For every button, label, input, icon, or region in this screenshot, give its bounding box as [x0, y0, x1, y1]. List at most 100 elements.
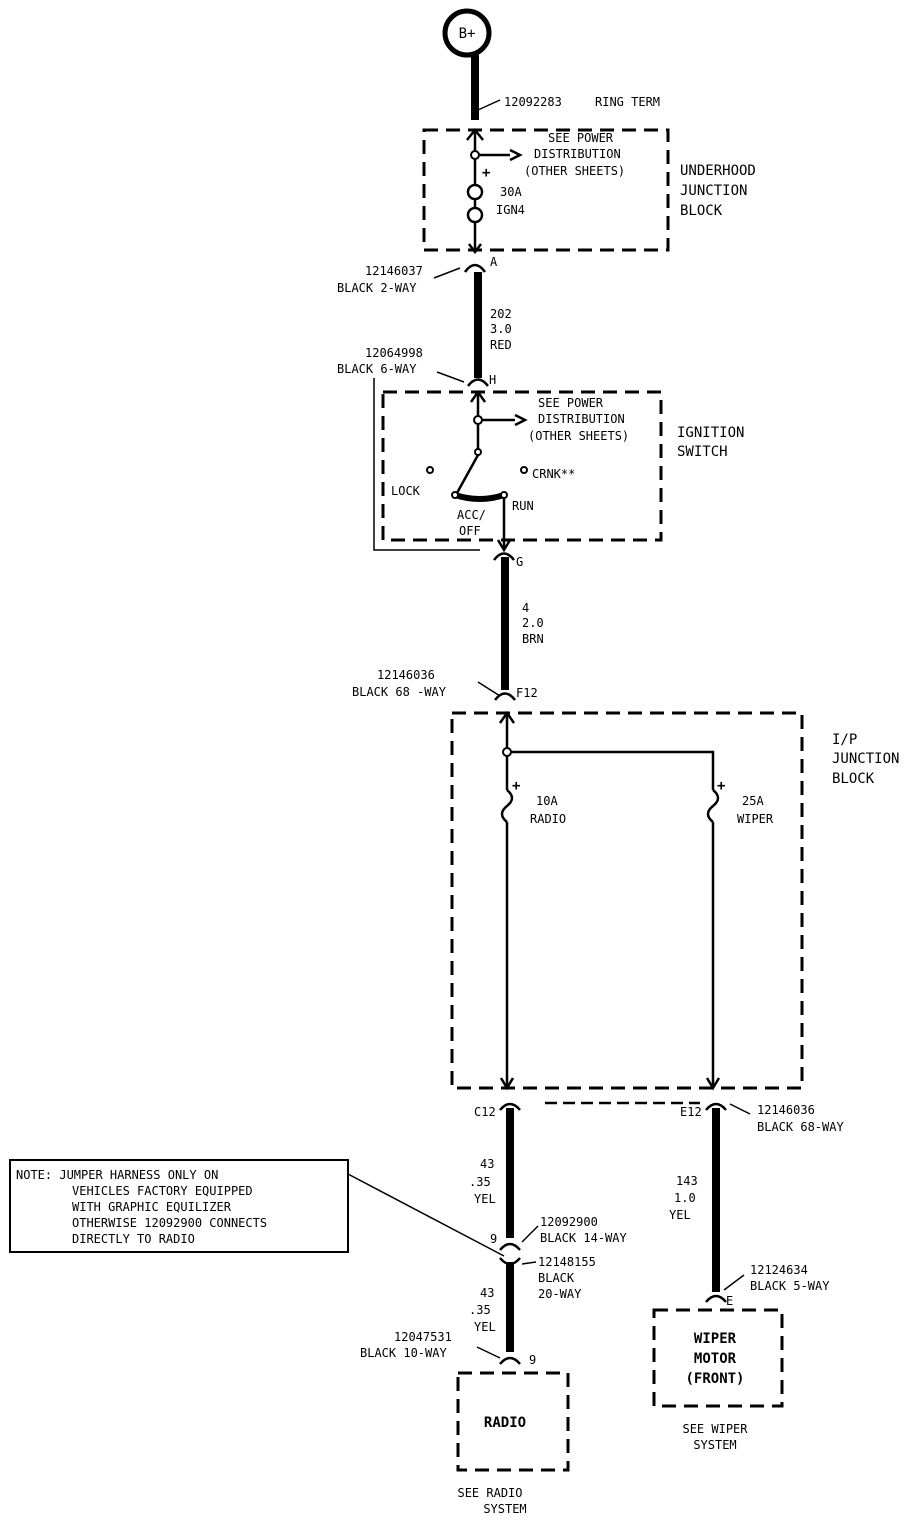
- ignition-bracket: [373, 378, 480, 551]
- note-line-5: DIRECTLY TO RADIO: [72, 1232, 195, 1246]
- note-line-4: OTHERWISE 12092900 CONNECTS: [72, 1216, 267, 1230]
- underhood-name-3: BLOCK: [680, 203, 723, 219]
- wire-202-color: RED: [490, 338, 512, 352]
- fuse-30a-rating: 30A: [500, 185, 522, 199]
- ip-name-1: I/P: [832, 732, 857, 748]
- connector-wiper: [705, 1294, 727, 1303]
- connector-radio: [499, 1356, 521, 1365]
- ignition-see-power-2: DISTRIBUTION: [538, 412, 625, 426]
- fuse-30a-icon: [466, 183, 484, 201]
- fuse-30a-name: IGN4: [496, 203, 525, 217]
- conn-e12-pin: E12: [680, 1105, 702, 1119]
- ring-term-desc: RING TERM: [595, 95, 660, 109]
- battery-label: B+: [459, 26, 476, 42]
- wire-143-circuit: 143: [676, 1174, 698, 1188]
- lock-contact: [426, 466, 434, 474]
- switch-lever: [455, 454, 480, 494]
- wiper-label-3: (FRONT): [685, 1371, 744, 1387]
- wiper-motor-component: [652, 1308, 784, 1408]
- conn-radio-part: 12047531: [394, 1330, 452, 1344]
- crank-contact: [520, 466, 528, 474]
- wiper-label-1: WIPER: [694, 1331, 737, 1347]
- connector-h: [467, 378, 489, 387]
- conn-h-pin: H: [489, 373, 496, 387]
- acc-run-arc: [454, 492, 505, 502]
- ignition-lock: LOCK: [391, 484, 421, 498]
- ignition-internal: [426, 389, 528, 553]
- conn-e12-desc: BLACK 68-WAY: [757, 1120, 844, 1134]
- wire-4-circuit: 4: [522, 601, 529, 615]
- wire-143-color: YEL: [669, 1208, 691, 1222]
- ignition-run: RUN: [512, 499, 534, 513]
- battery-terminal: B+: [442, 8, 492, 58]
- conn-e12-part: 12146036: [757, 1103, 815, 1117]
- note-line-2: VEHICLES FACTORY EQUIPPED: [72, 1184, 253, 1198]
- fuse-radio-icon: [500, 789, 514, 823]
- underhood-see-power-1: SEE POWER: [548, 131, 614, 145]
- connector-9-upper: [499, 1242, 521, 1251]
- radio-see-2: SYSTEM: [483, 1502, 526, 1516]
- conn-g-pin: G: [516, 555, 523, 569]
- conn-9u-part: 12092900: [540, 1215, 598, 1229]
- wire-43l-gauge: .35: [469, 1303, 491, 1317]
- conn-wiper-part: 12124634: [750, 1263, 808, 1277]
- conn-a-pin: A: [490, 255, 498, 269]
- connector-f12: [494, 692, 516, 701]
- ignition-name-1: IGNITION: [677, 425, 744, 441]
- ignition-crank: CRNK**: [532, 467, 575, 481]
- wire-43u-color: YEL: [474, 1192, 496, 1206]
- fuse-wiper-icon: [706, 789, 720, 823]
- ignition-name-2: SWITCH: [677, 444, 728, 460]
- underhood-plus: +: [482, 165, 490, 181]
- connector-e12: [705, 1102, 727, 1111]
- wire-143-gauge: 1.0: [674, 1191, 696, 1205]
- fuse-wiper-name: WIPER: [737, 812, 774, 826]
- note-box: [9, 1159, 349, 1253]
- fuse-wiper-plus: +: [717, 778, 725, 794]
- note-line-1: NOTE: JUMPER HARNESS ONLY ON: [16, 1168, 218, 1182]
- wire-43l-color: YEL: [474, 1320, 496, 1334]
- fuse-wiper-rating: 25A: [742, 794, 764, 808]
- conn-wiper-desc: BLACK 5-WAY: [750, 1279, 830, 1293]
- wire-4-color: BRN: [522, 632, 544, 646]
- wire-202-gauge: 3.0: [490, 322, 512, 336]
- conn-9u-desc: BLACK 14-WAY: [540, 1231, 627, 1245]
- ip-internal: [498, 710, 721, 1091]
- wiper-label-2: MOTOR: [694, 1351, 737, 1367]
- conn-f12-part: 12146036: [377, 668, 435, 682]
- ignition-off: OFF: [459, 524, 481, 538]
- conn-c12-pin: C12: [474, 1105, 496, 1119]
- note-leader: [347, 1173, 505, 1257]
- conn-jumper-desc-2: 20-WAY: [538, 1287, 582, 1301]
- ip-name-3: BLOCK: [832, 771, 875, 787]
- conn-jumper-desc-1: BLACK: [538, 1271, 575, 1285]
- conn-f12-desc: BLACK 68 -WAY: [352, 685, 447, 699]
- ignition-see-power-3: (OTHER SHEETS): [528, 429, 629, 443]
- conn-jumper-part: 12148155: [538, 1255, 596, 1269]
- underhood-internal: +: [466, 127, 523, 255]
- ignition-switch-block: [381, 390, 663, 542]
- conn-radio-desc: BLACK 10-WAY: [360, 1346, 447, 1360]
- ip-junction-block: [450, 711, 804, 1090]
- fuse-radio-plus: +: [512, 778, 520, 794]
- wire-4-gauge: 2.0: [522, 616, 544, 630]
- wiper-see-1: SEE WIPER: [682, 1422, 748, 1436]
- underhood-junction-block: [422, 128, 670, 252]
- conn-wiper-pin: E: [726, 1294, 733, 1308]
- conn-a-part: 12146037: [365, 264, 423, 278]
- radio-label: RADIO: [484, 1415, 526, 1431]
- connector-a: [463, 263, 487, 273]
- fuse-radio-name: RADIO: [530, 812, 566, 826]
- radio-component: [456, 1371, 570, 1472]
- wiper-see-2: SYSTEM: [693, 1438, 736, 1452]
- conn-9u-pin: 9: [490, 1232, 497, 1246]
- underhood-name-2: JUNCTION: [680, 183, 747, 199]
- underhood-see-power-3: (OTHER SHEETS): [524, 164, 625, 178]
- fuse-radio-rating: 10A: [536, 794, 558, 808]
- note-line-3: WITH GRAPHIC EQUILIZER: [72, 1200, 232, 1214]
- conn-radio-pin: 9: [529, 1353, 536, 1367]
- wire-202-circuit: 202: [490, 307, 512, 321]
- conn-h-part: 12064998: [365, 346, 423, 360]
- ring-term-part: 12092283: [504, 95, 562, 109]
